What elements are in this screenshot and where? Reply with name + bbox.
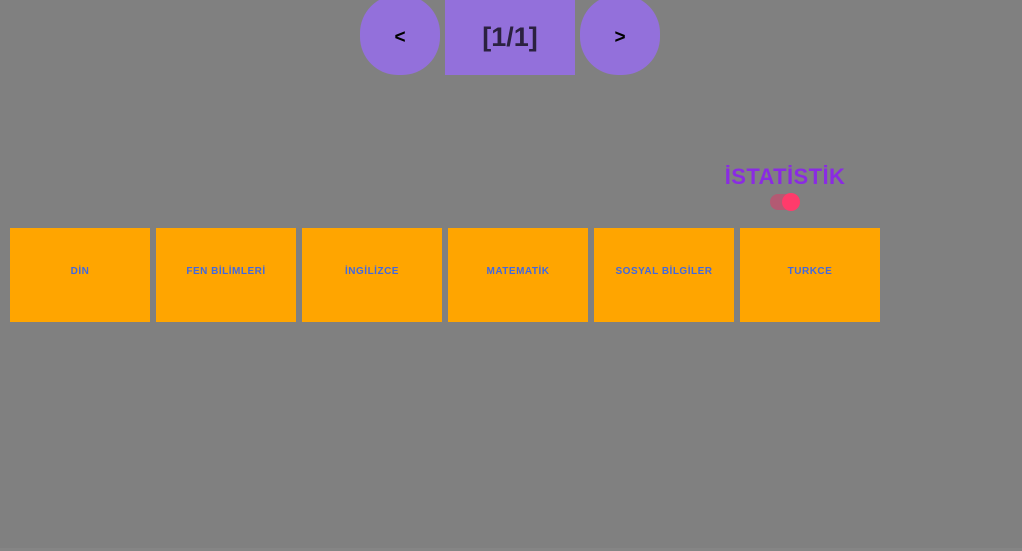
subject-card[interactable]: DİN bbox=[10, 228, 150, 322]
subject-card-label: MATEMATİK bbox=[486, 265, 550, 277]
subject-card[interactable]: TURKCE bbox=[740, 228, 880, 322]
subject-card-label: FEN BİLİMLERİ bbox=[186, 265, 266, 277]
subject-card-label: İNGİLİZCE bbox=[345, 265, 399, 277]
next-page-button[interactable]: > bbox=[580, 0, 660, 75]
toggle-knob bbox=[782, 193, 800, 211]
subject-card-label: SOSYAL BİLGİLER bbox=[615, 265, 713, 277]
statistics-section: İSTATİSTİK bbox=[694, 163, 876, 211]
subject-card[interactable]: SOSYAL BİLGİLER bbox=[594, 228, 734, 322]
subject-card[interactable]: MATEMATİK bbox=[448, 228, 588, 322]
chevron-right-icon: > bbox=[614, 27, 626, 48]
bottom-edge-strip bbox=[0, 548, 1022, 551]
statistics-title: İSTATİSTİK bbox=[724, 164, 846, 189]
subject-card[interactable]: İNGİLİZCE bbox=[302, 228, 442, 322]
subject-card-label: DİN bbox=[70, 265, 90, 277]
subject-card-row: DİN FEN BİLİMLERİ İNGİLİZCE MATEMATİK SO… bbox=[10, 228, 880, 322]
pagination-bar: < [1/1] > bbox=[360, 0, 660, 75]
subject-card-label: TURKCE bbox=[787, 265, 833, 277]
page-counter-label: [1/1] bbox=[482, 22, 538, 52]
statistics-toggle[interactable] bbox=[770, 193, 800, 211]
previous-page-button[interactable]: < bbox=[360, 0, 440, 75]
chevron-left-icon: < bbox=[394, 27, 406, 48]
subject-card[interactable]: FEN BİLİMLERİ bbox=[156, 228, 296, 322]
page-counter-button[interactable]: [1/1] bbox=[445, 0, 575, 75]
statistics-toggle-wrapper bbox=[694, 193, 876, 211]
